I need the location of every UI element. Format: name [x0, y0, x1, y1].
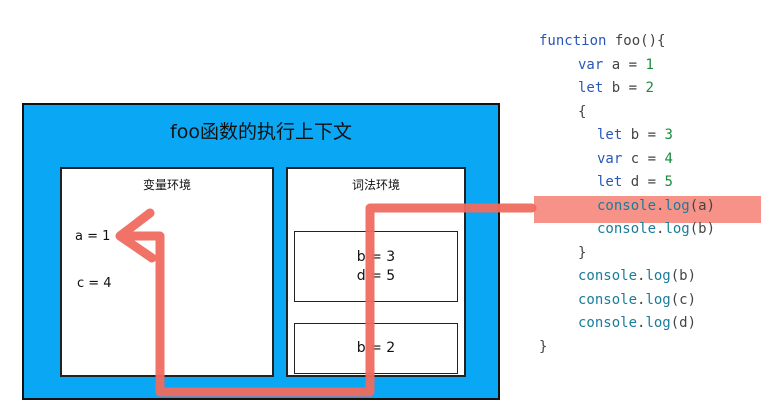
code-token: log — [664, 221, 690, 237]
code-token: console — [578, 315, 638, 331]
code-token: . — [656, 197, 665, 214]
function-scope-box: b = 2 — [294, 323, 458, 374]
code-line: let b = 2 — [578, 78, 654, 98]
code-token: let — [597, 127, 623, 143]
code-token: a = — [603, 56, 646, 73]
code-token: log — [645, 268, 671, 284]
code-token: . — [656, 221, 665, 237]
code-token: (b) — [689, 221, 716, 237]
code-token: . — [637, 291, 646, 308]
code-token: console — [597, 197, 657, 214]
code-token: function — [539, 33, 607, 49]
code-token: console — [578, 268, 638, 284]
code-token: console — [597, 221, 657, 237]
code-token: 4 — [664, 150, 673, 167]
code-token: let — [597, 174, 623, 190]
code-token: (d) — [670, 315, 697, 331]
code-token: (a) — [689, 197, 716, 214]
code-token: log — [664, 197, 690, 214]
code-token: var — [578, 56, 604, 73]
var-entry-c: c = 4 — [77, 276, 112, 291]
code-token: . — [637, 315, 646, 331]
code-line: let b = 3 — [597, 125, 673, 145]
variable-environment: 变量环境 a = 1 c = 4 — [60, 167, 274, 377]
block-scope-box: b = 3 d = 5 — [294, 231, 458, 302]
code-token: console — [578, 291, 638, 308]
code-token: (c) — [670, 291, 697, 308]
code-token: 3 — [664, 127, 673, 143]
block-scope-entry-d: d = 5 — [356, 267, 396, 284]
code-token: b = — [603, 80, 646, 96]
execution-context-box: foo函数的执行上下文 变量环境 a = 1 c = 4 词法环境 b = 3 … — [22, 103, 500, 400]
code-token: 5 — [664, 174, 673, 190]
code-token: (b) — [670, 268, 697, 284]
code-line: console.log(c) — [578, 290, 696, 310]
function-scope-entry-b: b = 2 — [356, 340, 396, 356]
code-line: var c = 4 — [597, 149, 673, 169]
code-line: } — [539, 337, 547, 357]
var-entry-a: a = 1 — [75, 229, 111, 244]
code-line: var a = 1 — [578, 55, 654, 75]
code-line: console.log(b) — [578, 266, 696, 286]
code-token: } — [578, 244, 587, 261]
code-line: console.log(d) — [578, 313, 696, 333]
code-token: let — [578, 80, 604, 96]
highlighted-code-line — [534, 196, 761, 223]
code-token: foo(){ — [606, 33, 666, 49]
code-token: d = — [622, 174, 665, 190]
code-line: console.log(b) — [597, 219, 715, 239]
block-scope-entry-b: b = 3 — [356, 248, 396, 265]
code-token: { — [578, 103, 587, 120]
code-token: 2 — [645, 80, 654, 96]
code-line: console.log(a) — [597, 196, 715, 216]
lexical-environment: 词法环境 b = 3 d = 5 b = 2 — [286, 167, 466, 377]
execution-context-title: foo函数的执行上下文 — [170, 121, 352, 143]
code-line: let d = 5 — [597, 172, 673, 192]
code-token: } — [539, 338, 548, 355]
code-token: log — [645, 315, 671, 331]
code-line: } — [578, 243, 586, 263]
lexical-environment-title: 词法环境 — [351, 178, 400, 192]
code-token: var — [597, 150, 623, 167]
code-line: { — [578, 102, 586, 122]
code-token: c = — [622, 150, 665, 167]
variable-environment-title: 变量环境 — [142, 178, 191, 192]
code-token: 1 — [645, 56, 654, 73]
code-token: log — [645, 291, 671, 308]
code-line: function foo(){ — [539, 31, 665, 51]
code-token: b = — [622, 127, 665, 143]
code-token: . — [637, 268, 646, 284]
